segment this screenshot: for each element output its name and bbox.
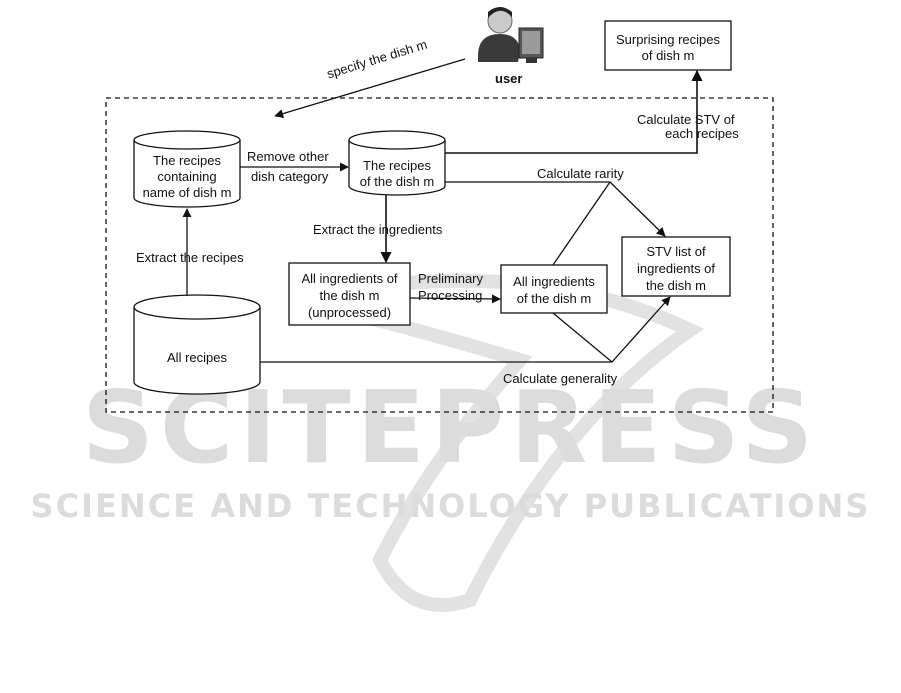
- stv-list-line1: STV list of: [646, 244, 706, 259]
- watermark-subtitle: SCIENCE AND TECHNOLOGY PUBLICATIONS: [30, 487, 871, 525]
- preliminary-label-line1: Preliminary: [418, 271, 484, 286]
- all-ingredients-box: [500, 264, 608, 314]
- calculate-rarity-label: Calculate rarity: [537, 166, 624, 181]
- specify-arrow: [274, 58, 466, 119]
- stv-list-line3: the dish m: [646, 278, 706, 293]
- remove-label-line1: Remove other: [247, 149, 329, 164]
- preliminary-label-line2: Processing: [418, 288, 483, 303]
- calculate-stv-line2: each recipes: [665, 126, 739, 141]
- recipes-containing-line3: name of dish m: [142, 185, 232, 200]
- calculate-generality-label: Calculate generality: [503, 371, 618, 386]
- calculate-stv-arrow: [445, 69, 703, 154]
- remove-label-line2: dish category: [251, 169, 329, 184]
- all-ingredients-unprocessed-box: [288, 262, 411, 326]
- calculate-rarity-arrow: [445, 181, 666, 237]
- surprising-recipes-box: [604, 20, 732, 71]
- recipes-of-dish-line1: The recipes: [363, 158, 431, 173]
- surprising-recipes-line2: of dish m: [641, 48, 695, 63]
- all-ingredients-unprocessed-line1: All ingredients of: [301, 271, 398, 286]
- generality-branch-line: [552, 312, 613, 363]
- all-ingredients-line2: of the dish m: [516, 291, 592, 306]
- user-label: user: [495, 71, 523, 86]
- all-ingredients-line1: All ingredients: [513, 274, 595, 289]
- preliminary-processing-arrow: [409, 294, 501, 304]
- all-ingredients-unprocessed-line2: the dish m: [319, 288, 380, 303]
- recipes-of-dish-line2: of the dish m: [359, 174, 435, 189]
- stv-list-box: [621, 236, 731, 297]
- recipes-of-dish-db: [348, 130, 446, 196]
- all-ingredients-unprocessed-line3: (unprocessed): [307, 305, 392, 320]
- rarity-branch-line: [552, 181, 611, 266]
- all-recipes-db: [133, 294, 261, 395]
- recipes-containing-line2: containing: [157, 169, 217, 184]
- calculate-stv-line1: Calculate STV of: [637, 112, 735, 127]
- surprising-recipes-line1: Surprising recipes: [615, 32, 721, 47]
- recipes-containing-line1: The recipes: [153, 153, 221, 168]
- extract-recipes-label: Extract the recipes: [136, 250, 244, 265]
- extract-ingredients-label: Extract the ingredients: [313, 222, 443, 237]
- recipes-containing-db: [133, 130, 241, 208]
- system-boundary: [105, 97, 774, 413]
- all-recipes-label: All recipes: [167, 350, 227, 365]
- user-icon: [478, 7, 544, 63]
- stv-list-line2: ingredients of: [636, 261, 716, 276]
